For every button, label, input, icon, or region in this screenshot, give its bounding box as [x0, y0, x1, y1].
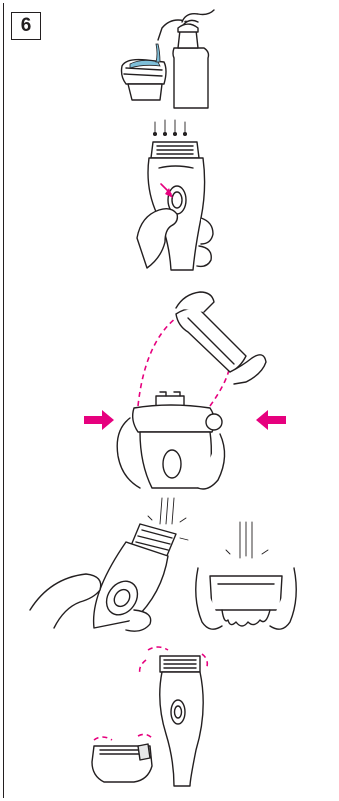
step-number: 6	[20, 15, 32, 36]
water-drops	[152, 119, 188, 137]
remove-head-press-buttons-icon	[84, 291, 286, 490]
step-number-badge: 6	[11, 12, 41, 40]
page-border	[3, 3, 4, 798]
shake-dry-icon	[91, 646, 209, 787]
switch-on-shaver-icon	[136, 119, 214, 271]
apply-cleaner-to-foil-icon	[120, 9, 215, 109]
rinse-under-water-icon	[29, 497, 297, 632]
